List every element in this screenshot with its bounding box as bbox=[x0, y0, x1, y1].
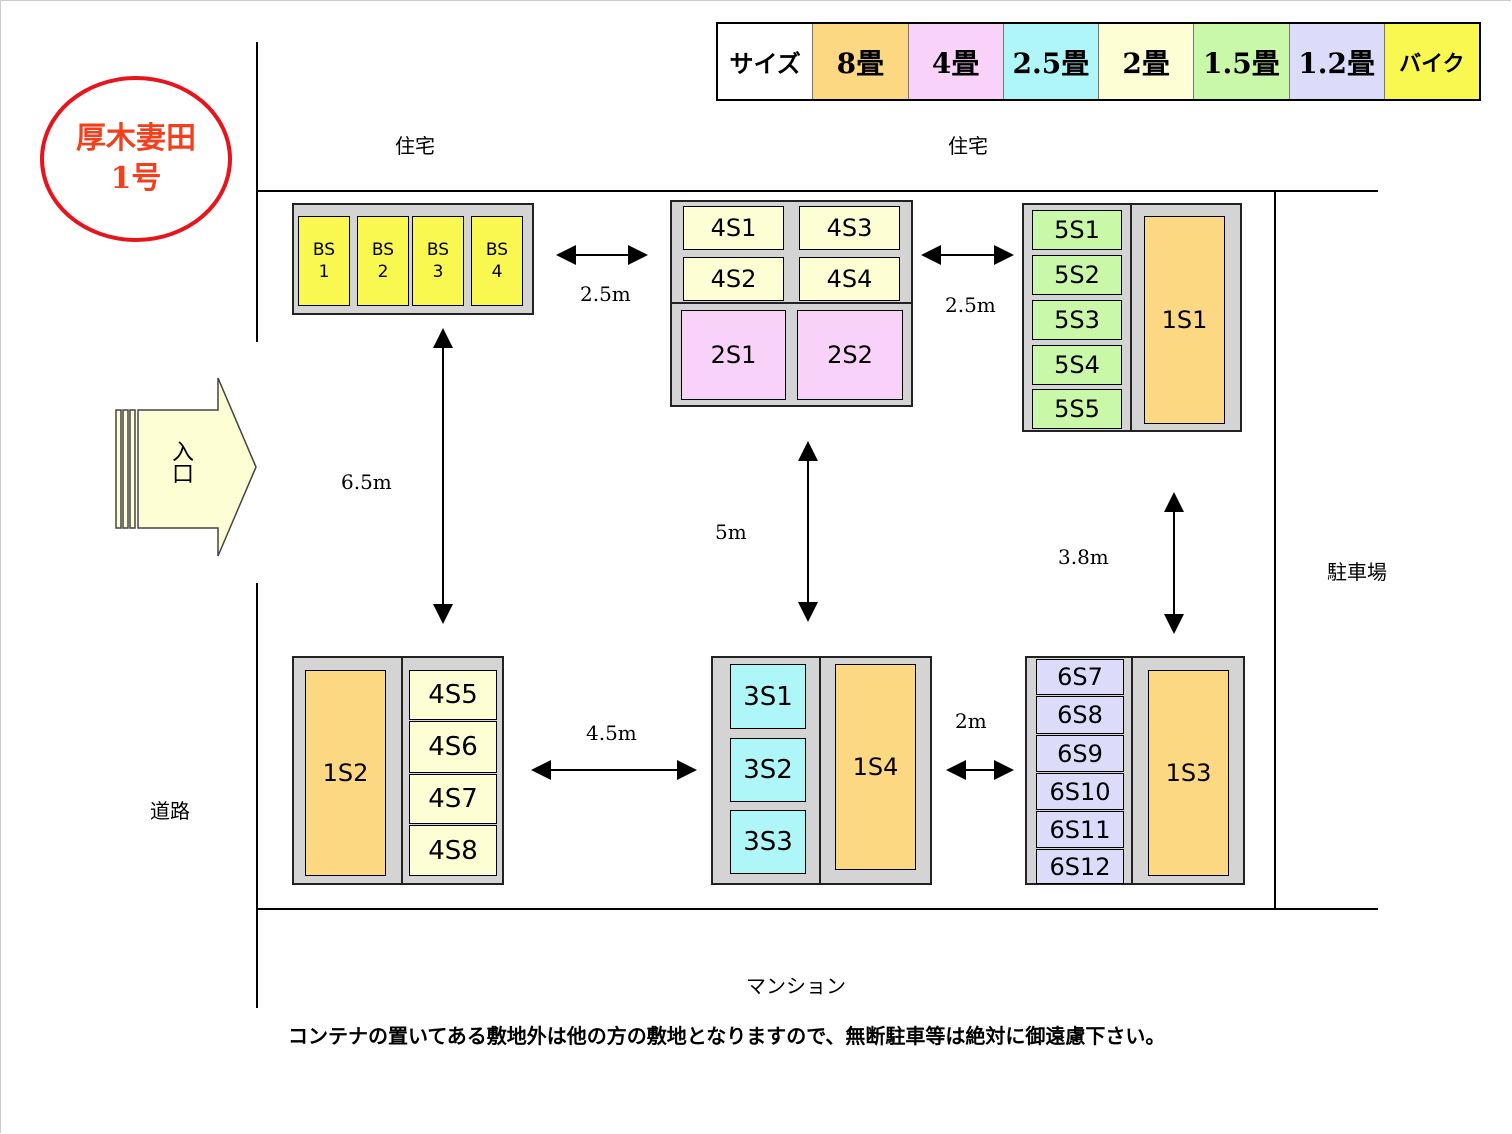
distance-label: 4.5m bbox=[586, 721, 637, 745]
unit-4s2[interactable]: 4S2 bbox=[683, 257, 784, 301]
right-boundary bbox=[1274, 190, 1276, 910]
distance-label: 2.5m bbox=[580, 282, 631, 306]
group-divider bbox=[1131, 658, 1133, 883]
unit-4s6[interactable]: 4S6 bbox=[409, 721, 497, 773]
house-left-label: 住宅 bbox=[395, 134, 435, 158]
entrance-label: 入口 bbox=[168, 440, 193, 484]
unit-1s3[interactable]: 1S3 bbox=[1148, 670, 1229, 876]
unit-6s8[interactable]: 6S8 bbox=[1036, 696, 1124, 734]
unit-6s10[interactable]: 6S10 bbox=[1036, 773, 1124, 810]
legend-8jo: 8畳 bbox=[813, 24, 909, 99]
unit-6s11[interactable]: 6S11 bbox=[1036, 811, 1124, 848]
unit-6s7[interactable]: 6S7 bbox=[1036, 659, 1124, 695]
unit-5s2[interactable]: 5S2 bbox=[1032, 255, 1122, 295]
site-name: 厚木妻田 bbox=[76, 121, 196, 156]
unit-1s4[interactable]: 1S4 bbox=[835, 664, 916, 870]
legend-size-header: サイズ bbox=[718, 24, 814, 99]
unit-4s5[interactable]: 4S5 bbox=[409, 670, 497, 720]
legend-1-2jo: 1.2畳 bbox=[1289, 24, 1385, 99]
unit-2s1[interactable]: 2S1 bbox=[681, 310, 786, 400]
unit-5s1[interactable]: 5S1 bbox=[1032, 210, 1122, 250]
left-wall-upper bbox=[256, 42, 258, 342]
distance-label: 2.5m bbox=[945, 293, 996, 317]
legend-2jo: 2畳 bbox=[1099, 24, 1195, 99]
top-boundary bbox=[256, 190, 1378, 192]
group-divider bbox=[401, 658, 403, 883]
unit-1s2[interactable]: 1S2 bbox=[305, 670, 386, 876]
unit-5s5[interactable]: 5S5 bbox=[1032, 389, 1122, 429]
distance-label: 5m bbox=[715, 520, 747, 544]
legend-4jo: 4畳 bbox=[908, 24, 1004, 99]
road-label: 道路 bbox=[150, 799, 190, 823]
parking-notice: コンテナの置いてある敷地外は他の方の敷地となりますので、無断駐車等は絶対に御遠慮… bbox=[288, 1024, 1166, 1048]
site-number: 1号 bbox=[110, 161, 162, 196]
unit-5s3[interactable]: 5S3 bbox=[1032, 300, 1122, 340]
legend-2-5jo: 2.5畳 bbox=[1003, 24, 1099, 99]
group-divider bbox=[819, 658, 821, 883]
unit-2s2[interactable]: 2S2 bbox=[797, 310, 903, 400]
legend-bike: バイク bbox=[1384, 24, 1479, 99]
distance-label: 6.5m bbox=[341, 470, 392, 494]
entrance-arrow-icon bbox=[115, 377, 257, 557]
mansion-label: マンション bbox=[746, 974, 846, 998]
unit-6s12[interactable]: 6S12 bbox=[1036, 849, 1124, 884]
size-legend: サイズ 8畳 4畳 2.5畳 2畳 1.5畳 1.2畳 バイク bbox=[716, 22, 1481, 101]
house-right-label: 住宅 bbox=[948, 134, 988, 158]
unit-4s4[interactable]: 4S4 bbox=[799, 257, 900, 301]
group-divider bbox=[672, 302, 911, 304]
left-wall-lower bbox=[256, 583, 258, 1008]
distance-label: 2m bbox=[955, 709, 987, 733]
unit-4s8[interactable]: 4S8 bbox=[409, 825, 497, 876]
unit-1s1[interactable]: 1S1 bbox=[1144, 216, 1225, 424]
parking-label: 駐車場 bbox=[1327, 560, 1387, 584]
unit-4s3[interactable]: 4S3 bbox=[799, 206, 900, 250]
unit-3s3[interactable]: 3S3 bbox=[730, 810, 806, 874]
unit-6s9[interactable]: 6S9 bbox=[1036, 735, 1124, 772]
unit-3s1[interactable]: 3S1 bbox=[730, 664, 806, 729]
bottom-boundary bbox=[256, 908, 1378, 910]
unit-4s1[interactable]: 4S1 bbox=[683, 206, 784, 250]
unit-4s7[interactable]: 4S7 bbox=[409, 774, 497, 824]
site-badge: 厚木妻田 1号 bbox=[40, 76, 232, 242]
unit-5s4[interactable]: 5S4 bbox=[1032, 345, 1122, 385]
group-divider bbox=[1130, 205, 1132, 430]
distance-label: 3.8m bbox=[1058, 545, 1109, 569]
legend-1-5jo: 1.5畳 bbox=[1194, 24, 1290, 99]
unit-3s2[interactable]: 3S2 bbox=[730, 738, 806, 802]
